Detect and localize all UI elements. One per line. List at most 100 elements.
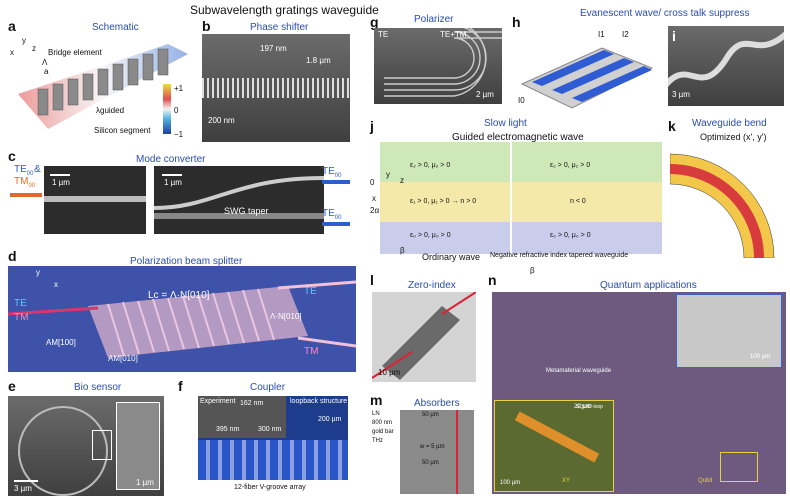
loopback-label: loopback structure bbox=[290, 398, 348, 405]
te-out2: TE00 bbox=[322, 208, 342, 221]
panel-l-title: Zero-index bbox=[408, 280, 456, 291]
j-zero: 0 bbox=[370, 178, 375, 187]
swg-taper-label: SWG taper bbox=[224, 206, 269, 216]
n-scale1: 100 µm bbox=[750, 354, 771, 360]
panel-f-title: Coupler bbox=[250, 382, 286, 393]
negative-label: Negative refractive index tapered wavegu… bbox=[490, 252, 629, 259]
am010-label: AM[010] bbox=[108, 354, 138, 363]
evanescent-image: I1 I2 I0 bbox=[512, 28, 662, 112]
eq-2: ε₁ > 0, μ₁ > 0 → n > 0 bbox=[410, 198, 477, 205]
beta-1: β bbox=[400, 246, 405, 255]
panel-d-letter: d bbox=[8, 248, 17, 264]
d-50b: 50 µm bbox=[422, 460, 439, 466]
array-label: 12-fiber V-groove array bbox=[234, 484, 306, 491]
panel-m-title: Absorbers bbox=[414, 398, 460, 409]
te-out1: TE00 bbox=[322, 166, 342, 179]
i1-label: I1 bbox=[598, 30, 605, 39]
absorber-image: 50 µm w = 5 µm 50 µm bbox=[400, 410, 474, 494]
panel-n-letter: n bbox=[488, 272, 497, 288]
panel-a-letter: a bbox=[8, 18, 16, 34]
amp: & bbox=[34, 164, 41, 175]
i0-label: I0 bbox=[518, 96, 525, 105]
panel-f-letter: f bbox=[178, 378, 183, 394]
meta-label: Metamaterial waveguide bbox=[546, 368, 612, 374]
panel-c-letter: c bbox=[8, 148, 16, 164]
bend-svg bbox=[670, 153, 775, 258]
schematic-svg bbox=[18, 44, 188, 134]
bridge-label: Bridge element bbox=[48, 48, 102, 57]
am100-label: AM[100] bbox=[46, 338, 76, 347]
panel-h-letter: h bbox=[512, 14, 521, 30]
pbs-tm-out: TM bbox=[304, 346, 319, 357]
panel-g-title: Polarizer bbox=[414, 14, 454, 25]
pbs-image: y x Lc = Λ·N[010] Λ·N[010] AM[100] AM[01… bbox=[8, 266, 356, 372]
bio-sensor-image: 3 µm 1 µm bbox=[8, 396, 164, 496]
cb-top: +1 bbox=[174, 84, 184, 93]
panel-d-title: Polarization beam splitter bbox=[130, 256, 243, 267]
panel-i-letter: i bbox=[672, 28, 676, 44]
eq-1: ε₂ > 0, μ₂ > 0 bbox=[410, 162, 451, 169]
pbs-axis-x: x bbox=[54, 280, 58, 289]
panel-c-title: Mode converter bbox=[136, 154, 206, 165]
lambda-n-label: Λ·N[010] bbox=[270, 312, 302, 321]
panel-n-title: Quantum applications bbox=[600, 280, 697, 291]
panel-m-letter: m bbox=[370, 392, 383, 408]
zero-scale: 10 µm bbox=[378, 368, 401, 377]
i2-label: I2 bbox=[622, 30, 629, 39]
eq-5: n < 0 bbox=[570, 198, 586, 205]
guided-label: Guided electromagnetic wave bbox=[452, 132, 584, 143]
figure-title: Subwavelength gratings waveguide bbox=[190, 3, 379, 17]
tm-in-label: TM00 bbox=[14, 176, 36, 189]
lc-label: Lc = Λ·N[010] bbox=[148, 290, 210, 301]
panel-b-title: Phase shifter bbox=[250, 22, 309, 33]
panel-k-title: Waveguide bend bbox=[692, 118, 767, 129]
qubit-label: Qubit bbox=[698, 478, 713, 484]
beta-2: β bbox=[530, 266, 535, 275]
eq-3: ε₀ > 0, μ₀ > 0 bbox=[410, 232, 451, 239]
i-scale: 3 µm bbox=[672, 90, 690, 99]
lguided-label: λguided bbox=[96, 106, 125, 115]
coupler-image: Experiment 162 nm 395 nm 300 nm loopback… bbox=[198, 396, 348, 496]
arrow-out1-icon bbox=[322, 180, 350, 184]
arrow-out2-icon bbox=[322, 222, 350, 226]
pol-scale: 2 µm bbox=[476, 90, 494, 99]
bend-image bbox=[670, 144, 784, 258]
d-w5: w = 5 µm bbox=[420, 444, 445, 450]
panel-g-letter: g bbox=[370, 14, 379, 30]
slow-light-image: y z 0 x 2α ε₂ > 0, μ₂ > 0 ε₁ > 0, μ₁ > 0… bbox=[370, 142, 662, 268]
panel-j-title: Slow light bbox=[484, 118, 527, 129]
panel-j-letter: j bbox=[370, 118, 374, 134]
dim-395: 395 nm bbox=[216, 426, 240, 433]
silicon-label: Silicon segment bbox=[94, 126, 151, 135]
eq-4: ε₂ > 0, μ₂ > 0 bbox=[550, 162, 591, 169]
pbs-te-in: TE bbox=[14, 298, 27, 309]
wavy-svg bbox=[668, 31, 784, 88]
cb-bot: −1 bbox=[174, 130, 184, 139]
optimized-label: Optimized (x', y') bbox=[700, 132, 767, 142]
j-axis-y: y bbox=[386, 170, 390, 179]
lambda-label: Λ bbox=[42, 58, 48, 67]
axis-z: z bbox=[32, 44, 36, 53]
scale-3um: 3 µm bbox=[14, 484, 32, 493]
j-axis-x: x bbox=[372, 194, 376, 203]
pbs-svg bbox=[8, 280, 356, 358]
d-50a: 50 µm bbox=[422, 412, 439, 418]
pbs-axis-y: y bbox=[36, 268, 40, 277]
cb-mid: 0 bbox=[174, 106, 179, 115]
mode-converter-image-2: 1 µm SWG taper bbox=[154, 166, 324, 234]
phase-shifter-image: 197 nm 1.8 µm 200 nm bbox=[202, 34, 350, 142]
zero-index-svg bbox=[372, 292, 476, 380]
dim-1-8: 1.8 µm bbox=[306, 56, 331, 65]
panel-e-letter: e bbox=[8, 378, 16, 394]
mode-converter-image-1: 1 µm bbox=[44, 166, 146, 234]
panel-e-title: Bio sensor bbox=[74, 382, 122, 393]
panel-a-title: Schematic bbox=[92, 22, 139, 33]
experiment-label: Experiment bbox=[200, 398, 236, 405]
pol-tetm: TE+TM bbox=[440, 30, 467, 39]
squid-label: SQUID-loop bbox=[576, 404, 603, 410]
ordinary-label: Ordinary wave bbox=[422, 252, 481, 262]
n-scale3: 20 µm bbox=[574, 404, 591, 410]
eq-6: ε₀ > 0, μ₀ > 0 bbox=[550, 232, 591, 239]
panel-l-letter: l bbox=[370, 272, 374, 288]
